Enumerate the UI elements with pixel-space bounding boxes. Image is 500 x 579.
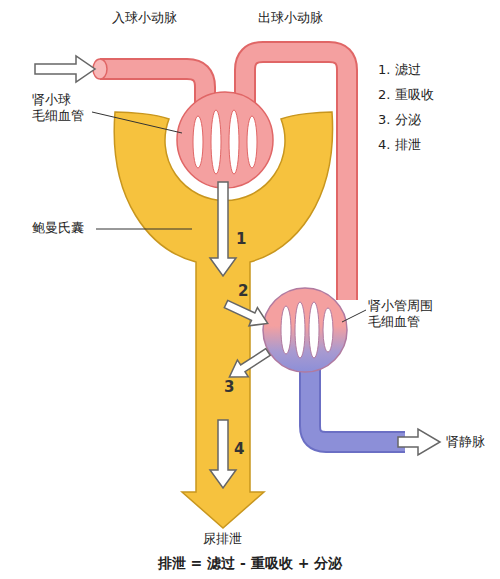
excretion-arrow [210,420,236,488]
glomerulus-loop [211,110,221,174]
key-item: 4. 排泄 [378,137,421,153]
filtration-arrow [210,182,236,276]
glomerulus [177,92,273,188]
vein [310,360,405,442]
capillary-loop [309,302,319,358]
capillary-loop [281,306,291,354]
callout-number: 1 [236,230,246,249]
key-item: 2. 重吸收 [378,87,434,103]
afferent-arteriole-outline [100,69,205,110]
vein-outline [310,360,405,442]
callout-number: 3 [224,378,234,397]
reabsorption-arrow [222,295,272,333]
key-item: 1. 滤过 [378,62,421,78]
callout-number: 2 [238,282,248,301]
caption-formula: 排泄 = 滤过 - 重吸收 + 分泌 [0,555,500,573]
vessel-label: 肾静脉 [446,434,485,450]
leader-line [92,112,182,133]
afferent-arteriole [100,69,205,110]
glomerulus-loop [229,110,239,174]
part-label: 肾小球 毛细血管 [32,92,84,125]
part-label: 鲍曼氏囊 [32,220,84,236]
peritubular-capillary [263,288,347,372]
vessel-label: 出球小动脉 [258,10,323,26]
capillary-loop [323,308,333,352]
leader-line [96,229,192,230]
blood-outflow-arrow [398,429,440,455]
vessel-label: 入球小动脉 [112,10,177,26]
output-label: 尿排泄 [203,531,242,547]
callout-number: 4 [234,440,244,459]
reabsorption-arrow-shape [222,295,272,333]
glomerulus-loop [193,116,203,168]
capillary-loop [295,302,305,358]
leader-line [342,310,366,322]
part-label: 肾小管周围 毛细血管 [368,298,433,331]
glomerulus-loop [247,116,257,168]
key-item: 3. 分泌 [378,112,421,128]
blood-inflow-arrow [35,56,95,82]
